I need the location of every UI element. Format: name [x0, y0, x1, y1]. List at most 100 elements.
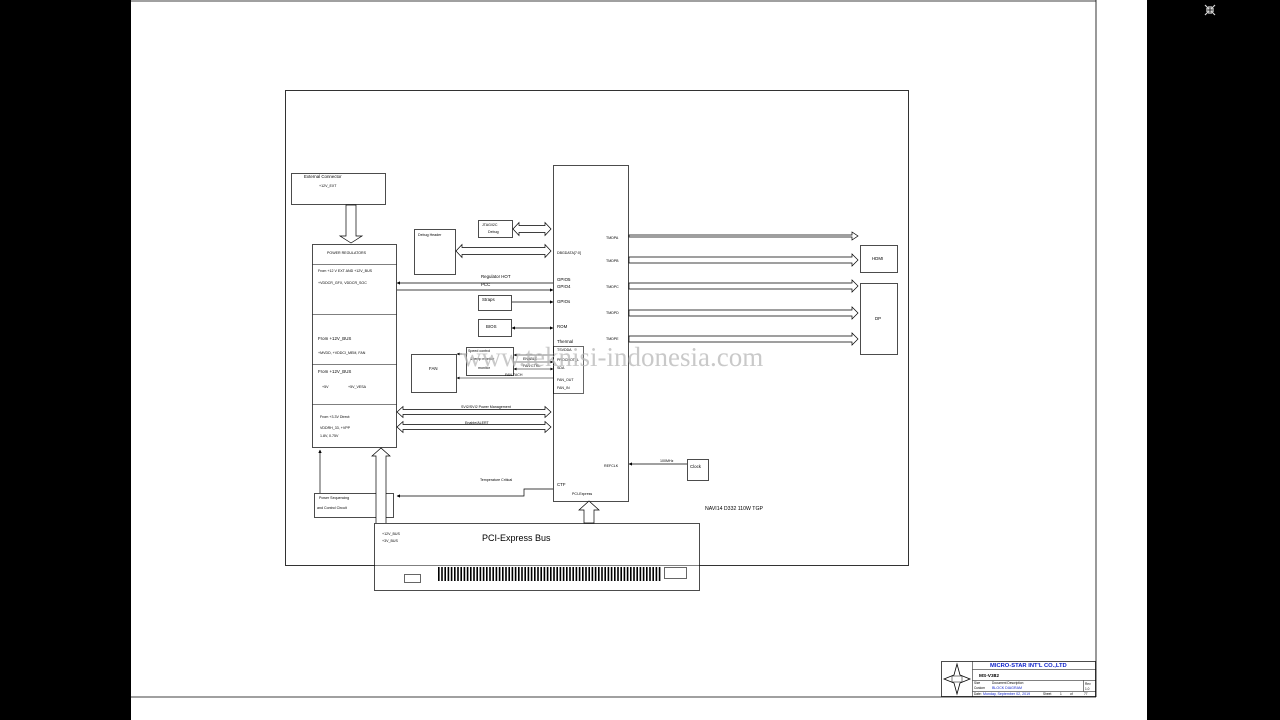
- pci-pin: [588, 567, 590, 581]
- power-s4-line2: VDDRH_33, +VPP: [320, 426, 351, 430]
- model-name: MS-V382: [979, 673, 999, 679]
- pci-pin: [540, 567, 542, 581]
- pci-pin: [466, 567, 469, 581]
- pci-pin: [502, 567, 504, 581]
- gpu-tmds-e: TMDPE: [606, 337, 619, 341]
- pci-pin: [556, 567, 558, 581]
- power-s1-line1: From +12 V EXT AND +12V_BUS: [318, 269, 373, 273]
- pci-pin: [566, 567, 568, 581]
- power-s2-line2: +MVDD, +VDDCI_MEM, FAN: [318, 351, 366, 355]
- power-s3-b: +5V_VESA: [348, 385, 367, 389]
- external-connector-title: External Connector: [304, 174, 342, 179]
- gpu-tmds-c: TMDPC: [606, 285, 619, 289]
- jtag-line1: JTAG/I2C: [482, 223, 498, 227]
- tmds-a-arrow: [628, 231, 859, 241]
- pci-pin: [438, 567, 440, 581]
- pci-pin: [454, 567, 456, 581]
- bios-label: BIOS: [486, 324, 497, 329]
- size-label: Size: [974, 681, 980, 685]
- pci-pin: [530, 567, 533, 581]
- pci-pin: [546, 567, 549, 581]
- gpu-pin-tsvdd: TSVDDA: [557, 348, 572, 352]
- jtag-bus-arrow: [512, 221, 552, 237]
- sheet-value: 1: [1060, 692, 1062, 696]
- gpu-block: DBGDATA[7:0] GPIO5 GPIO4 GPIOs ROM Therm…: [553, 165, 629, 502]
- pci-pin: [508, 567, 510, 581]
- pci-key-right: [664, 567, 687, 579]
- pci-pin: [550, 567, 552, 581]
- sheet-label: Sheet: [1043, 692, 1051, 696]
- hdmi-block: HDMI: [860, 245, 898, 273]
- dp-block: DP: [860, 283, 898, 355]
- ctf-line: [396, 488, 553, 498]
- pci-pin: [543, 567, 546, 581]
- schematic-sheet: [131, 0, 1147, 720]
- pci-pin: [521, 567, 523, 581]
- bios-block: BIOS: [478, 319, 512, 337]
- pci-pin: [441, 567, 443, 581]
- mhz-label: 100MHz: [660, 459, 674, 463]
- pci-express-bus-slot: PCI-Express Bus +12V_BUS +3V_BUS: [374, 523, 700, 591]
- pci-pin: [646, 567, 648, 581]
- gpu-pin-prochot: PROCHOT_L: [557, 358, 579, 362]
- company-name: MICRO-STAR INT'L CO.,LTD: [990, 663, 1067, 669]
- gpu-pin-sda: SDA: [557, 366, 565, 370]
- pci-pin: [582, 567, 584, 581]
- pci-pin: [601, 567, 603, 581]
- pci-pin: [562, 567, 565, 581]
- power-s3-line1: From +12V_BUS: [318, 369, 351, 374]
- pci-pin: [598, 567, 600, 581]
- svi2-bus-arrow: [396, 405, 552, 419]
- gpu-pin-thermal: Thermal: [557, 339, 573, 344]
- pci-pin: [569, 567, 571, 581]
- tmds-e-arrow: [628, 332, 859, 346]
- of-label: of: [1070, 692, 1073, 696]
- external-connector-sub: +12V_EXT: [319, 184, 337, 188]
- gpu-pin-fan-out: FAN_OUT: [557, 378, 574, 382]
- pci-pin: [610, 567, 613, 581]
- clock-block: Clock: [687, 459, 709, 481]
- pci-pin: [617, 567, 619, 581]
- gpu-tmds-a: TMDPA: [606, 236, 619, 240]
- gpu-pin-gpio4: GPIO4: [557, 284, 571, 289]
- enable-label: Enable/ALERT: [465, 421, 490, 425]
- pci-pin: [652, 567, 654, 581]
- gpu-pin-dbgdata: DBGDATA[7:0]: [557, 251, 581, 255]
- pci-pin: [473, 567, 475, 581]
- power-s4-line3: 1.8V, 0.75V: [320, 434, 339, 438]
- speed-control-line1: Speed control: [468, 349, 490, 353]
- pci-pin: [626, 567, 629, 581]
- size-value: Custom: [974, 686, 985, 690]
- pci-to-gpu-arrow: [578, 500, 600, 524]
- pci-key-left: [404, 574, 421, 583]
- fan-label: FAN: [429, 366, 438, 371]
- gpu-tmds-b: TMDPB: [606, 259, 619, 263]
- gpu-pin-ctf: CTF: [557, 482, 566, 487]
- title-block: MICRO-STAR INT'L CO.,LTD MS-V382 Documen…: [941, 661, 1096, 697]
- debug-header-block: Debug Header: [414, 229, 456, 275]
- pci-pin: [505, 567, 507, 581]
- pci-pin: [447, 567, 450, 581]
- gpu-pin-fan-in: FAN_IN: [557, 386, 570, 390]
- debug-bus-arrow: [455, 243, 552, 259]
- hdmi-label: HDMI: [872, 256, 883, 261]
- pci-bus-pin2: +3V_BUS: [382, 539, 398, 543]
- pci-pin: [450, 567, 453, 581]
- pci-pin: [630, 567, 632, 581]
- gpu-tmds-d: TMDPD: [606, 311, 619, 315]
- power-s2-line1: From +12V_BUS: [318, 336, 351, 341]
- exit-fullscreen-icon[interactable]: [1203, 3, 1217, 17]
- pci-pin: [460, 567, 462, 581]
- dp-label: DP: [875, 316, 881, 321]
- pci-pin: [492, 567, 494, 581]
- gpu-pin-refclk: REFCLK: [604, 464, 619, 468]
- msi-star-logo-icon: [942, 662, 972, 696]
- power-seq-line1: Power Sequencing: [319, 496, 349, 500]
- gpu-pin-pcie: PCI-Express: [572, 492, 592, 496]
- jtag-block: JTAG/I2C Debug: [478, 220, 513, 238]
- temp-critical-label: Temperature Critical: [480, 478, 512, 482]
- debug-header-label: Debug Header: [418, 233, 442, 237]
- rev-label: Rev: [1085, 682, 1091, 686]
- pci-pin: [511, 567, 514, 581]
